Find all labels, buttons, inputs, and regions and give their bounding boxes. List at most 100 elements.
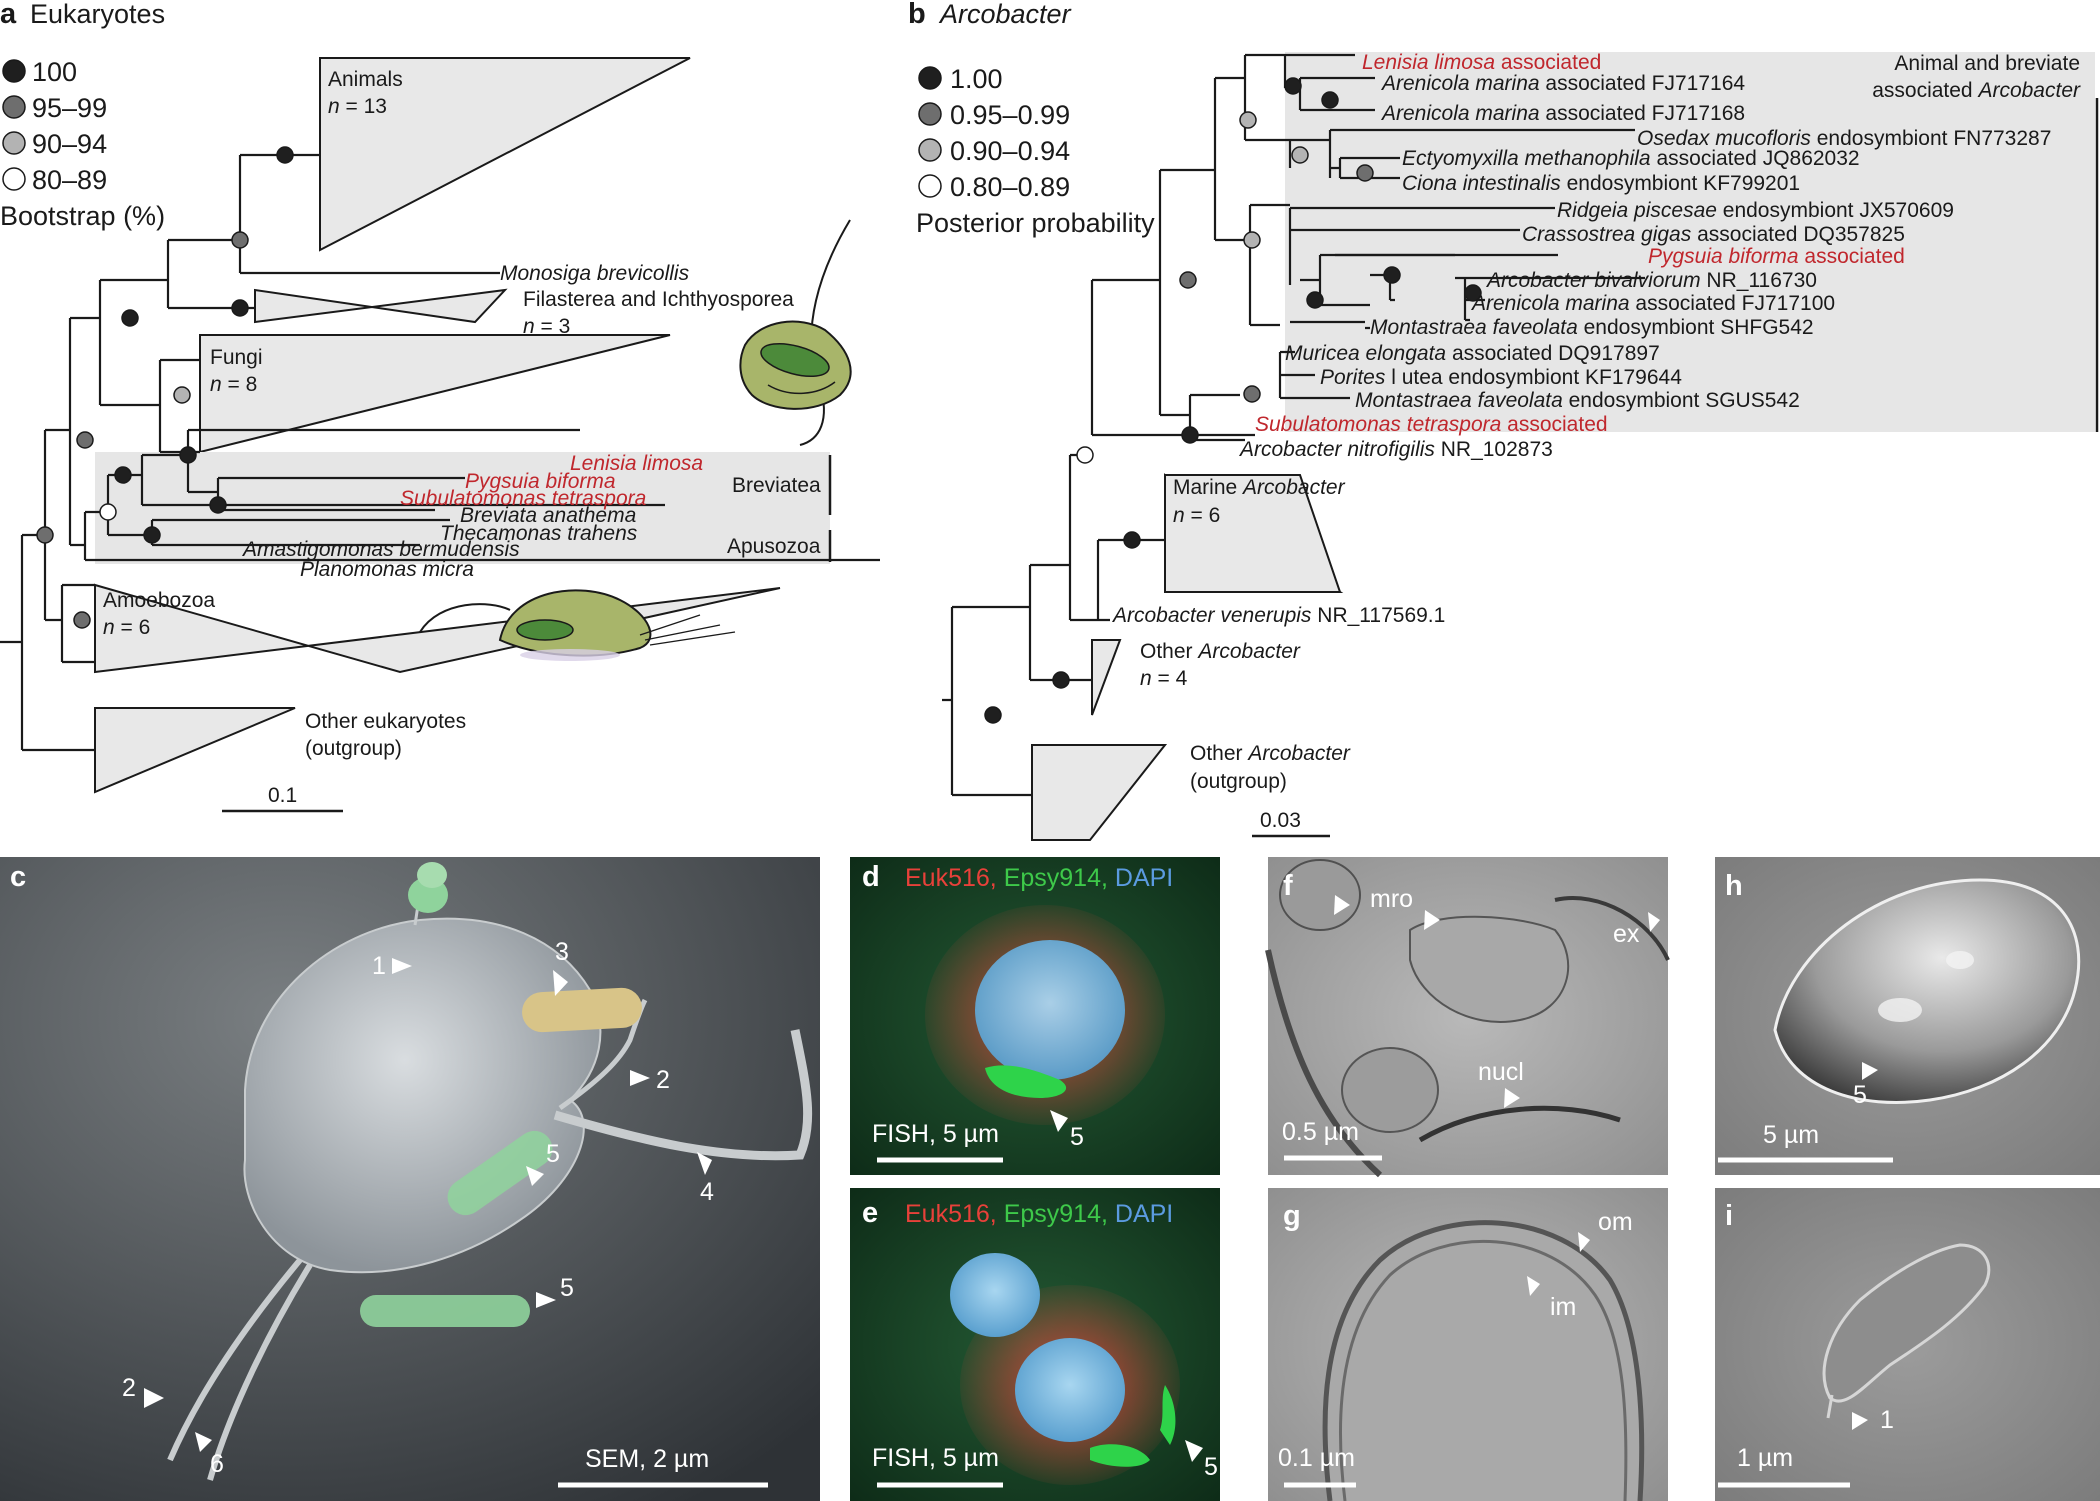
legend-a-dot-3 [2,131,26,155]
panel-f-nuclear-envelope [1418,1105,1621,1143]
taxon-monosiga: Monosiga brevicollis [500,262,690,285]
legend-a-dot-4 [2,167,26,191]
taxon-b-12: Montastraea faveolata endosymbiont SHFG5… [1370,316,1814,339]
panel-d-nucleus [975,940,1125,1080]
taxon-b-15: Montastraea faveolata endosymbiont SGUS5… [1355,389,1800,412]
legend-a-label-3: 90–94 [32,129,107,159]
sem-label-2: 2 [656,1066,670,1094]
sem-label-5a: 5 [546,1140,560,1168]
panel-e-nucleus-1 [950,1253,1040,1337]
panel-b: b Arcobacter 1.00 0.95–0.99 0.90–0.94 0.… [908,0,2099,841]
node-b-6 [1179,271,1197,289]
panel-f-label-ex: ex [1613,920,1640,948]
sem-label-5b: 5 [560,1274,574,1302]
sem-bacterium-3 [522,987,642,1033]
panel-d-letter: d [862,861,880,893]
panel-h: h 5 5 µm [1715,857,2100,1175]
legend-a-dot-2 [2,95,26,119]
legend-a-label-2: 95–99 [32,93,107,123]
node-b-13 [1356,164,1374,182]
legend-a-title: Bootstrap (%) [0,201,165,231]
clade-other-arcobacter-n: n = 4 [1140,667,1188,690]
taxon-venerupis: Arcobacter venerupis NR_117569.1 [1111,604,1445,627]
node-a-6 [173,386,191,404]
panel-f: f mro ex nucl 0.5 µm [1265,857,1670,1178]
panel-e-letter: e [862,1197,878,1229]
node-a-3 [76,431,94,449]
legend-b-dot-3 [918,138,942,162]
taxon-b-9: Pygsuia biforma associated [1648,245,1905,268]
panel-d-scale-label: FISH, 5 µm [872,1120,999,1148]
legend-b-label-2: 0.95–0.99 [950,100,1070,130]
panel-d: d Euk516, Epsy914, DAPI 5 FISH, 5 µm [850,857,1220,1175]
taxon-b-11: Arenicola marina associated FJ717100 [1470,292,1835,315]
group-apusozoa-label: Apusozoa [727,535,821,558]
node-b-10 [1284,77,1302,95]
node-a-7 [231,231,249,249]
node-b-7 [1243,385,1261,403]
tree-b-taxa: Lenisia limosa associated Arenicola mari… [1238,51,2051,461]
tree-b-branches [942,53,1635,797]
clade-fungi-label: Fungi [210,346,263,369]
panel-h-letter: h [1725,870,1743,902]
scale-bar-a-label: 0.1 [268,784,297,807]
panel-a-legend: 100 95–99 90–94 80–89 Bootstrap (%) [0,57,165,231]
panel-h-scale-label: 5 µm [1763,1121,1819,1149]
clade-other-arcobacter [1091,639,1122,716]
taxon-thecamonas: Thecamonas trahens [440,522,638,545]
panel-i: i 1 1 µm [1715,1188,2100,1501]
node-a-12 [209,496,227,514]
panel-g-label-im: im [1550,1293,1576,1321]
clade-marine-label: Marine Arcobacter [1173,476,1346,499]
panel-g-letter: g [1283,1200,1301,1232]
taxon-b-7: Ridgeia piscesae endosymbiont JX570609 [1557,199,1954,222]
panel-a: a Eukaryotes 100 95–99 90–94 80–89 Boots… [0,0,880,813]
panel-e-probes: Euk516, Epsy914, DAPI [905,1200,1173,1228]
taxon-b-5: Ectyomyxilla methanophila associated JQ8… [1402,147,1860,170]
panel-d-arrow-label: 5 [1070,1123,1084,1151]
legend-b-label-1: 1.00 [950,64,1003,94]
sem-flagellum-4 [553,1029,813,1161]
panel-h-cell [1773,878,2081,1104]
clade-fungi-n: n = 8 [210,373,257,396]
taxon-b-10: Arcobacter bivalviorum NR_116730 [1485,269,1817,292]
clade-marine-arcobacter-body [1164,474,1342,593]
sem-label-4: 4 [700,1178,714,1206]
taxon-amastigomonas: Amastigomonas bermudensis [241,538,520,561]
taxon-b-17: Arcobacter nitrofigilis NR_102873 [1238,438,1553,461]
legend-b-title: Posterior probability [916,208,1155,238]
panel-d-probes: Euk516, Epsy914, DAPI [905,864,1173,892]
clade-other-eukaryotes-sub: (outgroup) [305,737,402,760]
clade-outgroup-label: Other Arcobacter [1190,742,1351,765]
sem-bacterium-5b [360,1295,530,1327]
node-a-8 [231,299,249,317]
panel-a-title: Eukaryotes [30,0,165,29]
panel-g-bacterium [1322,1220,1645,1501]
node-a-10 [114,466,132,484]
tree-b-nodes [984,77,1482,724]
taxon-b-2: Arenicola marina associated FJ717164 [1380,72,1745,95]
clade-animals-label: Animals [328,68,403,91]
scale-bar-b-label: 0.03 [1260,809,1301,832]
legend-b-dot-1 [918,66,942,90]
panel-i-scale-label: 1 µm [1737,1444,1793,1472]
taxon-b-16: Subulatomonas tetraspora associated [1255,413,1608,436]
panel-b-title: Arcobacter [938,0,1072,29]
clade-amoebozoa-label: Amoebozoa [103,589,215,612]
node-a-13 [143,526,161,544]
panel-f-letter: f [1283,870,1293,902]
clade-other-eukaryotes-label: Other eukaryotes [305,710,466,733]
node-a-1 [36,526,54,544]
panel-g-scale-label: 0.1 µm [1278,1444,1355,1472]
panel-f-mro [1409,915,1570,1023]
panel-d-bacteria [985,1065,1067,1098]
sem-scale-label: SEM, 2 µm [585,1445,709,1473]
node-a-2 [73,611,91,629]
clade-filasterea-n: n = 3 [523,315,570,338]
node-a-4 [99,503,117,521]
legend-b-label-4: 0.80–0.89 [950,172,1070,202]
sem-label-2b: 2 [122,1374,136,1402]
panel-i-arrow-label: 1 [1880,1406,1894,1434]
panel-e-bacteria [1090,1385,1176,1467]
taxon-b-14: Porites l utea endosymbiont KF179644 [1320,366,1682,389]
